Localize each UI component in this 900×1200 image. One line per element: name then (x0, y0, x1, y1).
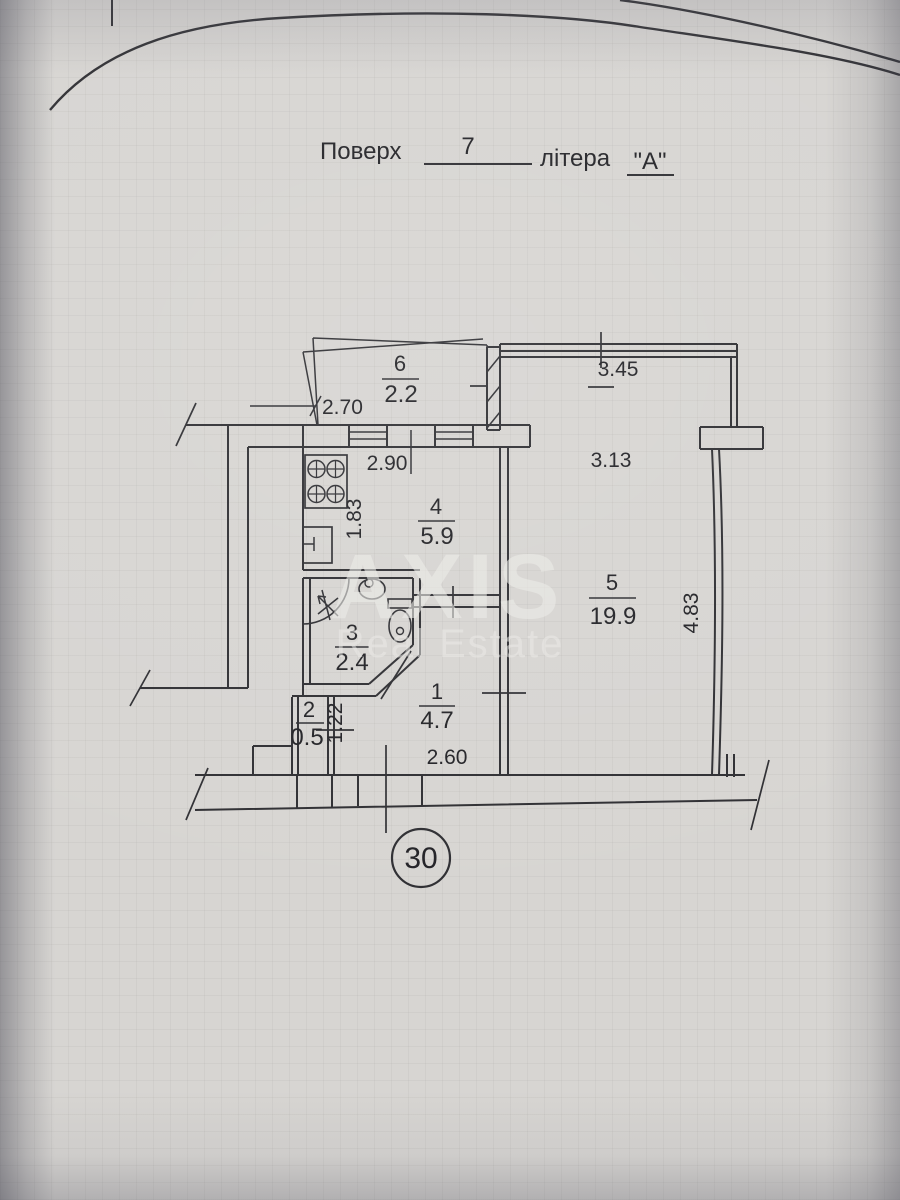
shower-icon (302, 577, 350, 625)
room-4-number: 4 (430, 494, 442, 519)
room-2-label: 2 0.5 (290, 697, 324, 751)
watermark-title: AXIS (330, 536, 565, 638)
room-1-number: 1 (431, 679, 443, 704)
door-marks (129, 332, 770, 833)
apartment-number-circle (390, 827, 452, 889)
room-4-area: 5.9 (420, 523, 453, 550)
pier-hatch (486, 355, 501, 429)
room-5-label: 5 19.9 (589, 570, 636, 630)
dim-closet-depth: 1.22 (324, 703, 347, 744)
dim-kitchen-width: 2.90 (367, 452, 408, 475)
room-6-label: 6 2.2 (382, 351, 419, 408)
dim-room5-depth: 4.83 (680, 593, 703, 634)
room-6-number: 6 (394, 351, 406, 376)
apartment-number-badge: 30 (390, 827, 452, 889)
room-5-area: 19.9 (590, 603, 637, 630)
header-floor-value: 7 (461, 133, 474, 160)
sink-icon (302, 526, 333, 564)
header: Поверх 7 літера "А" (320, 133, 674, 176)
watermark-subtitle: Real Estate (336, 622, 565, 666)
header-letter-value: "А" (633, 148, 666, 175)
washbasin-icon (358, 578, 386, 600)
dim-loggia-width: 3.45 (598, 358, 639, 381)
page-border-curve-inner (49, 12, 900, 111)
apartment-number: 30 (404, 842, 437, 875)
watermark: AXIS Real Estate (330, 536, 565, 666)
page-border-curve-outer (619, 0, 900, 64)
room-1-area: 4.7 (420, 707, 453, 734)
stove-icon (304, 454, 348, 509)
dim-room5-width: 3.13 (591, 449, 632, 472)
dimension-lines (250, 395, 412, 474)
room-2-area: 0.5 (290, 724, 323, 751)
header-letter-label: літера (540, 145, 611, 172)
header-floor-label: Поверх (320, 138, 402, 165)
room-2-number: 2 (303, 697, 315, 722)
window-glazing (349, 431, 473, 440)
page-border (49, 0, 900, 111)
room-1-label: 1 4.7 (419, 679, 455, 734)
dim-hall-width: 2.60 (427, 746, 468, 769)
room-4-label: 4 5.9 (418, 494, 455, 550)
toilet-icon (387, 598, 413, 643)
room-3-label: 3 2.4 (335, 620, 369, 676)
room-5-number: 5 (606, 570, 618, 595)
room-6-area: 2.2 (384, 381, 417, 408)
balcony-outline (302, 337, 488, 426)
room-3-area: 2.4 (335, 649, 368, 676)
room-3-number: 3 (346, 620, 358, 645)
dim-balcony-width: 2.70 (322, 396, 363, 419)
floorplan-drawing: 6 2.2 4 5.9 3 2.4 2 0.5 1 4 (129, 332, 770, 889)
right-wall-curved (711, 448, 724, 776)
dim-kitchen-depth: 1.83 (343, 499, 366, 540)
